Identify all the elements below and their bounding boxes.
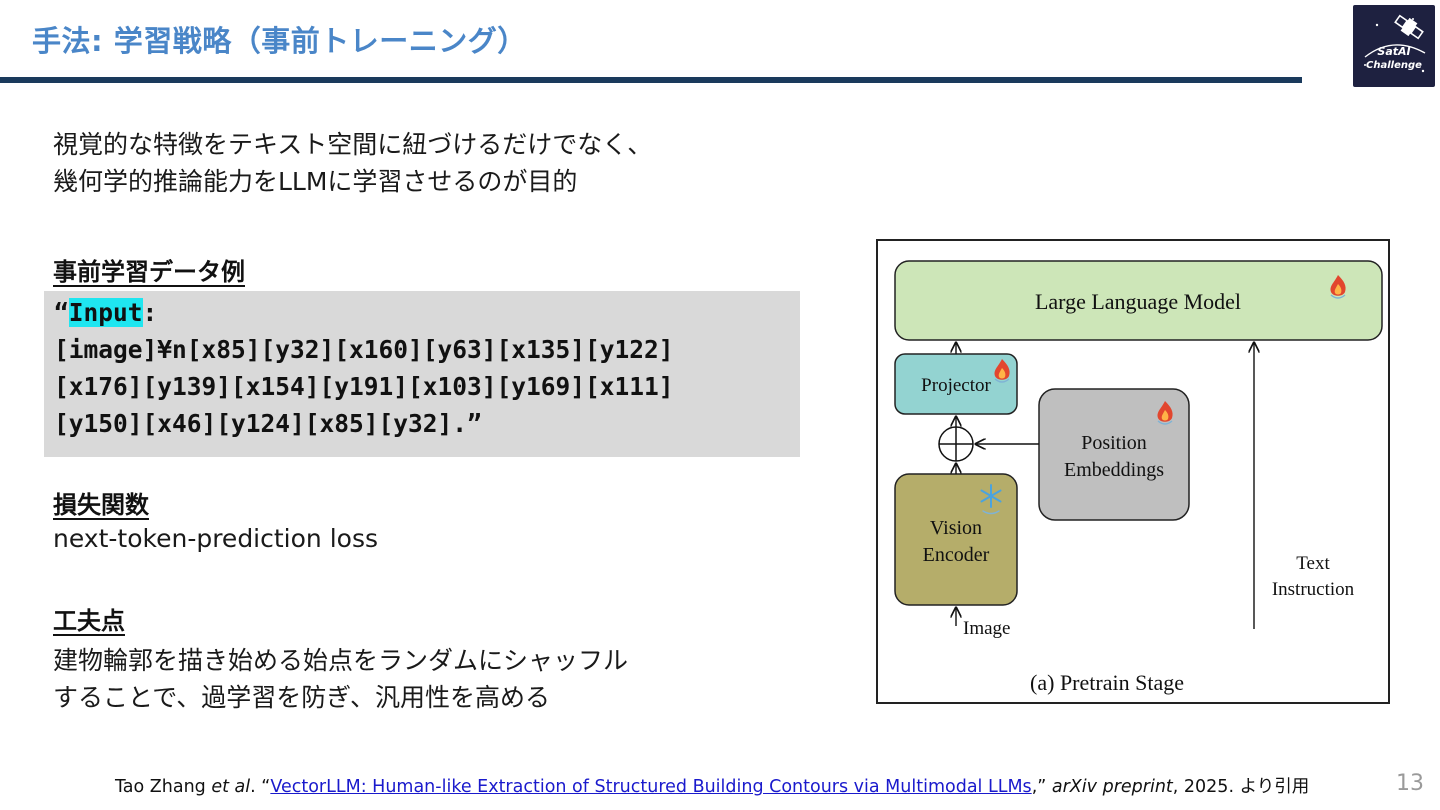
vision-snowflake-icon [980, 484, 1002, 515]
position-label-2: Embeddings [1064, 459, 1164, 481]
cite-venue: arXiv preprint [1051, 777, 1173, 797]
pretrain-stage-figure: Large Language Model Projector Position … [876, 239, 1390, 704]
projector-label: Projector [921, 375, 991, 396]
cite-period: . “ [250, 777, 271, 797]
loss-body: next-token-prediction loss [53, 524, 378, 553]
code-example: “Input: [image]¥n[x85][y32][x160][y63][x… [54, 294, 674, 442]
citation: Tao Zhang et al. “VectorLLM: Human-like … [115, 773, 1309, 798]
code-line-3: [x176][y139][x154][y191][x103][y169][x11… [54, 372, 674, 401]
ingenuity-body: 建物輪郭を描き始める始点をランダムにシャッフル することで、過学習を防ぎ、汎用性… [53, 642, 628, 716]
figure-caption: (a) Pretrain Stage [1030, 670, 1184, 695]
code-colon: : [142, 298, 158, 327]
title-divider [0, 77, 1302, 83]
ingenuity-line-1: 建物輪郭を描き始める始点をランダムにシャッフル [53, 646, 629, 675]
cite-suffix: , 2025. より引用 [1172, 777, 1310, 797]
position-embeddings-box [1038, 388, 1190, 521]
cite-after-link: ,” [1031, 777, 1052, 797]
code-input-highlight: Input [68, 298, 143, 327]
logo-text-1: SatAI [1377, 45, 1410, 58]
page-number: 13 [1396, 771, 1424, 796]
ingenuity-heading: 工夫点 [53, 607, 125, 635]
code-box [44, 291, 800, 457]
vision-label-2: Encoder [923, 544, 990, 566]
intro-text: 視覚的な特徴をテキスト空間に紐づけるだけでなく、 幾何学的推論能力をLLMに学習… [53, 126, 652, 200]
satellite-logo-icon: SatAI Challenge [1353, 5, 1435, 87]
slide-title: 手法: 学習戦略（事前トレーニング） [32, 24, 527, 58]
code-open-quote: “ [54, 298, 69, 327]
loss-heading: 損失関数 [53, 491, 149, 519]
intro-line-1: 視覚的な特徴をテキスト空間に紐づけるだけでなく、 [53, 130, 653, 159]
pretrain-example-heading: 事前学習データ例 [53, 258, 245, 286]
logo-text-2: Challenge [1366, 60, 1422, 71]
code-line-2: [image]¥n[x85][y32][x160][y63][x135][y12… [54, 335, 674, 364]
cite-author: Tao Zhang [115, 777, 212, 797]
cite-et-al: et al [211, 777, 251, 797]
llm-label: Large Language Model [1035, 289, 1241, 314]
code-line-4: [y150][x46][y124][x85][y32].” [54, 409, 482, 438]
intro-line-2: 幾何学的推論能力をLLMに学習させるのが目的 [53, 167, 578, 196]
cite-link[interactable]: VectorLLM: Human-like Extraction of Stru… [270, 777, 1032, 797]
position-label-1: Position [1081, 432, 1147, 454]
text-label-2: Instruction [1272, 579, 1355, 600]
vision-encoder-box [894, 473, 1018, 606]
image-label: Image [963, 618, 1010, 639]
llm-box [894, 260, 1383, 341]
vision-label-1: Vision [930, 517, 982, 539]
ingenuity-line-2: することで、過学習を防ぎ、汎用性を高める [53, 683, 551, 712]
text-label-1: Text [1296, 553, 1330, 574]
